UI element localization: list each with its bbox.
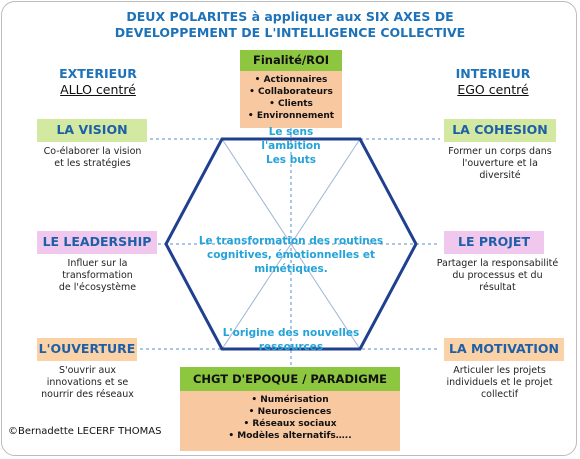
- desc-line: individuels et le projet: [446, 377, 553, 388]
- paradigme-item: Neurosciences: [180, 406, 400, 418]
- paradigme-title: CHGT D'EPOQUE / PARADIGME: [180, 367, 400, 391]
- axis-desc-cohesion: Former un corps dans l'ouverture et la d…: [430, 146, 570, 182]
- axis-desc-projet: Partager la responsabilité du processus …: [425, 258, 570, 294]
- hex-text-line: L'origine des nouvelles: [222, 327, 360, 339]
- desc-line: innovations et se: [46, 377, 129, 388]
- desc-line: du processus et du: [452, 270, 543, 281]
- right-header-label: INTERIEUR: [455, 66, 531, 81]
- finalite-title: Finalité/ROI: [240, 50, 342, 71]
- desc-line: résultat: [479, 282, 516, 293]
- desc-line: l'ouverture et la: [462, 158, 538, 169]
- copyright-text: ©Bernadette LECERF THOMAS: [8, 426, 162, 437]
- finalite-item: Collaborateurs: [240, 86, 342, 98]
- axis-label-ouverture: L'OUVERTURE: [37, 338, 137, 361]
- left-header: EXTERIEUR ALLO centré: [33, 66, 163, 98]
- paradigme-list: Numérisation Neurosciences Réseaux socia…: [180, 394, 400, 442]
- finalite-box: Finalité/ROI Actionnaires Collaborateurs…: [240, 50, 342, 128]
- desc-line: et les stratégies: [54, 158, 131, 169]
- desc-line: Co-élaborer la vision: [43, 146, 142, 157]
- axis-desc-motivation: Articuler les projets individuels et le …: [427, 365, 572, 401]
- hex-text-line: Le transformation des routines: [198, 235, 384, 247]
- finalite-item: Environnement: [240, 110, 342, 122]
- left-header-label: EXTERIEUR: [59, 66, 137, 81]
- paradigme-item: Numérisation: [180, 394, 400, 406]
- hexagon-text-middle: Le transformation des routines cognitive…: [186, 234, 396, 276]
- finalite-item: Actionnaires: [240, 74, 342, 86]
- title-line-1: DEUX POLARITES à appliquer aux SIX AXES …: [126, 9, 454, 24]
- finalite-list: Actionnaires Collaborateurs Clients Envi…: [240, 74, 342, 122]
- hex-text-line: Le sens: [268, 126, 314, 138]
- desc-line: Partager la responsabilité: [436, 258, 559, 269]
- hexagon-shape: [164, 137, 418, 351]
- desc-line: S'ouvrir aux: [58, 365, 117, 376]
- axis-label-leadership: LE LEADERSHIP: [37, 231, 157, 254]
- hex-text-line: ressources: [258, 341, 324, 353]
- paradigme-item: Modèles alternatifs…..: [180, 430, 400, 442]
- axis-label-motivation: LA MOTIVATION: [444, 338, 564, 361]
- hex-text-line: l'ambition: [261, 140, 321, 152]
- hex-text-line: Les buts: [266, 154, 316, 166]
- axis-desc-vision: Co-élaborer la vision et les stratégies: [20, 146, 165, 170]
- axis-desc-ouverture: S'ouvrir aux innovations et se nourrir d…: [15, 365, 160, 401]
- right-header-sub: EGO centré: [457, 82, 529, 97]
- right-header: INTERIEUR EGO centré: [428, 66, 558, 98]
- desc-line: Influer sur la: [67, 258, 128, 269]
- hex-text-line: mimétiques.: [254, 263, 328, 275]
- desc-line: Former un corps dans: [448, 146, 552, 157]
- axis-label-vision: LA VISION: [37, 119, 147, 142]
- desc-line: de l'écosystème: [58, 282, 137, 293]
- paradigme-box: CHGT D'EPOQUE / PARADIGME Numérisation N…: [180, 367, 400, 451]
- axis-label-cohesion: LA COHESION: [444, 119, 556, 142]
- axis-desc-leadership: Influer sur la transformation de l'écosy…: [25, 258, 170, 294]
- hex-text-line: cognitives, émotionnelles et: [206, 249, 376, 261]
- hexagon-text-top: Le sens l'ambition Les buts: [236, 125, 346, 167]
- paradigme-item: Réseaux sociaux: [180, 418, 400, 430]
- desc-line: diversité: [479, 170, 521, 181]
- left-header-sub: ALLO centré: [60, 82, 136, 97]
- finalite-item: Clients: [240, 98, 342, 110]
- hexagon-text-bottom: L'origine des nouvelles ressources: [211, 326, 371, 354]
- desc-line: nourrir des réseaux: [41, 389, 134, 400]
- desc-line: collectif: [480, 389, 519, 400]
- title-line-2: DEVELOPPEMENT DE L'INTELLIGENCE COLLECTI…: [114, 25, 466, 40]
- desc-line: Articuler les projets: [453, 365, 546, 376]
- hexagon-diagonal-2: [221, 138, 361, 350]
- diagram-title: DEUX POLARITES à appliquer aux SIX AXES …: [0, 9, 580, 41]
- desc-line: transformation: [62, 270, 133, 281]
- axis-label-projet: LE PROJET: [444, 231, 544, 254]
